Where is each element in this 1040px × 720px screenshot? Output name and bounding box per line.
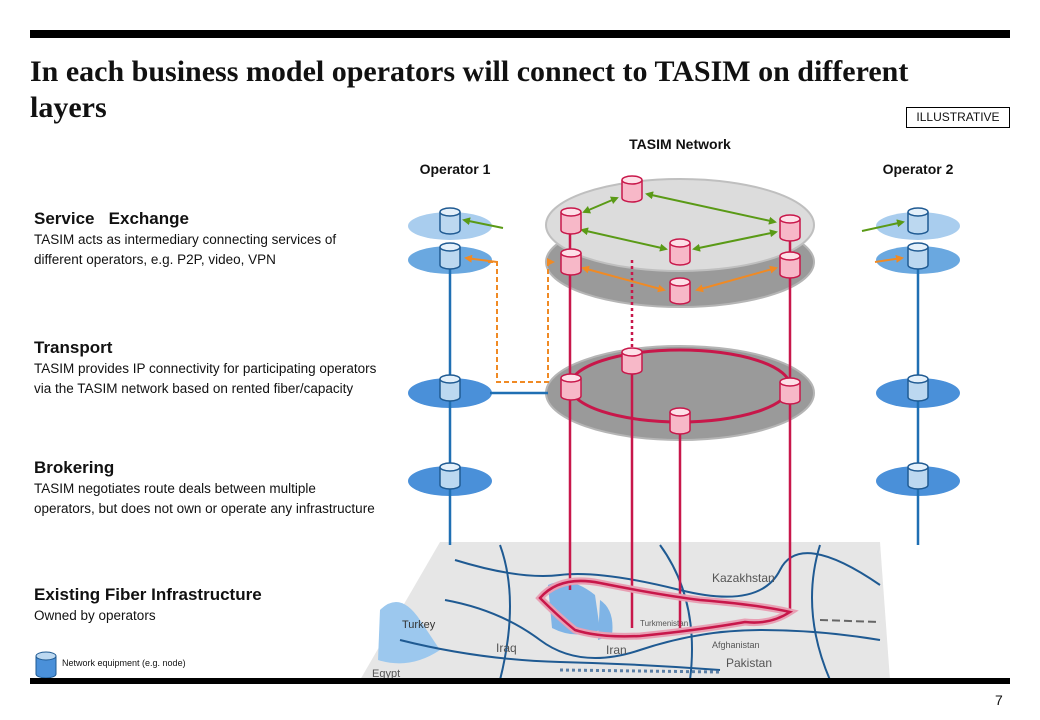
fiber-route	[538, 579, 794, 638]
operator-node	[439, 207, 461, 235]
tasim-node	[669, 277, 691, 305]
map-background	[360, 542, 890, 681]
tasim-node	[560, 207, 582, 235]
layer-transport: Transport TASIM provides IP connectivity…	[34, 337, 379, 399]
map-label-turkmenistan: Turkmenistan	[640, 619, 688, 628]
operator-node	[907, 207, 929, 235]
map-label-turkey: Turkey	[402, 619, 436, 631]
layer-description: TASIM acts as intermediary connecting se…	[34, 232, 337, 267]
operator-node	[907, 374, 929, 402]
layer-brokering: Brokering TASIM negotiates route deals b…	[34, 457, 379, 519]
layer-description: Owned by operators	[34, 608, 156, 623]
layer-title: Service Exchange	[34, 209, 189, 228]
tasim-network-label: TASIM Network	[629, 136, 731, 152]
bottom-rule	[30, 678, 1010, 684]
map-label-afghanistan: Afghanistan	[712, 640, 760, 650]
operator-2-label: Operator 2	[882, 161, 954, 177]
layer-description: TASIM negotiates route deals between mul…	[34, 481, 375, 516]
legend-label: Network equipment (e.g. node)	[62, 658, 186, 668]
tasim-node	[779, 251, 801, 279]
layer-service-exchange: Service Exchange TASIM acts as intermedi…	[34, 208, 379, 270]
tasim-node	[560, 248, 582, 276]
page-number: 7	[995, 692, 1003, 708]
layer-title: Brokering	[34, 458, 115, 477]
tasim-node	[621, 175, 643, 203]
operator-node	[439, 374, 461, 402]
tasim-node	[669, 238, 691, 266]
layer-description: TASIM provides IP connectivity for parti…	[34, 361, 377, 396]
map-label-iran: Iran	[606, 643, 627, 657]
tasim-node	[779, 377, 801, 405]
layer-title: Transport	[34, 338, 113, 357]
tasim-node	[621, 347, 643, 375]
operator-node	[907, 242, 929, 270]
operator-node	[439, 242, 461, 270]
operator-1-label: Operator 1	[419, 161, 491, 177]
map-labels: Kazakhstan Turkey Iraq Iran Afghanistan …	[372, 571, 775, 680]
map-label-pakistan: Pakistan	[726, 656, 772, 670]
tasim-fiber-lines	[568, 220, 792, 630]
service-links	[462, 191, 905, 252]
tasim-nodes	[560, 175, 801, 435]
map-label-egypt: Egypt	[372, 668, 400, 680]
tasim-node	[669, 407, 691, 435]
layer-existing-fiber: Existing Fiber Infrastructure Owned by o…	[34, 584, 379, 626]
layer-title: Existing Fiber Infrastructure	[34, 585, 262, 604]
tasim-node	[560, 373, 582, 401]
top-rule	[30, 30, 1010, 38]
tasim-node	[779, 214, 801, 242]
illustrative-tag: ILLUSTRATIVE	[906, 107, 1010, 128]
page-title: In each business model operators will co…	[30, 55, 909, 124]
map-label-kazakhstan: Kazakhstan	[712, 571, 775, 585]
operator-nodes	[439, 207, 929, 490]
operator-node	[907, 462, 929, 490]
broker-links	[464, 254, 904, 383]
operator-node	[439, 462, 461, 490]
map-label-iraq: Iraq	[496, 641, 517, 655]
